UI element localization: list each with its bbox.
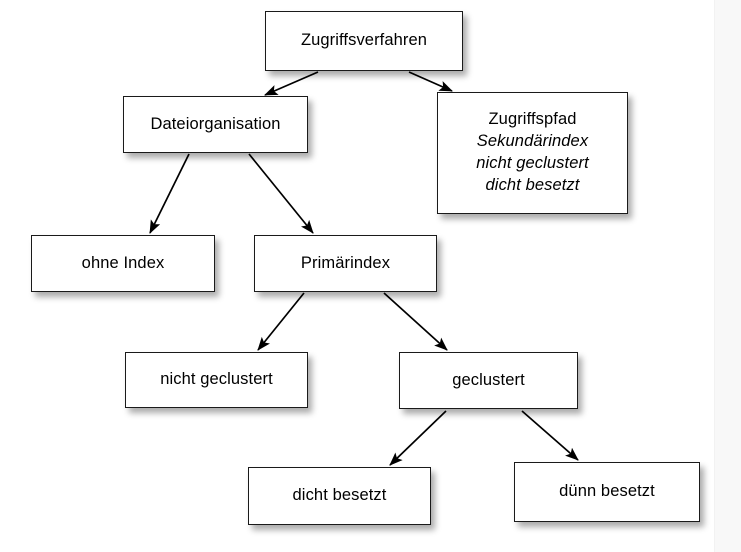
page-edge-strip — [714, 0, 741, 552]
node-label-group: dicht besetzt — [249, 485, 430, 507]
edge-geclustert-to-dicht-besetzt — [389, 410, 447, 466]
node-label-group: Primärindex — [255, 253, 436, 275]
node-label-line: dicht besetzt — [292, 486, 387, 505]
node-label-line: Dateiorganisation — [150, 114, 281, 133]
edge-primaerindex-to-geclustert — [383, 292, 448, 351]
edge-dateiorganisation-to-primaerindex — [248, 153, 314, 234]
node-label-line: geclustert — [452, 370, 525, 389]
node-dicht-besetzt[interactable]: dicht besetzt — [248, 467, 431, 525]
node-label-group: geclustert — [400, 370, 577, 392]
node-label-line: Sekundärindex — [476, 132, 589, 151]
node-label-line: Zugriffsverfahren — [300, 31, 428, 50]
node-label-line: dünn besetzt — [559, 482, 655, 501]
node-label-line: nicht geclustert — [476, 154, 589, 172]
node-label-line: ohne Index — [81, 253, 165, 272]
node-nicht-geclustert[interactable]: nicht geclustert — [125, 352, 308, 408]
node-label-line: nicht geclustert — [160, 370, 273, 389]
node-zugriffsverfahren[interactable]: Zugriffsverfahren — [265, 11, 463, 71]
node-ohne-index[interactable]: ohne Index — [31, 235, 215, 292]
node-label-group: ohne Index — [32, 253, 214, 275]
node-label-line: Zugriffspfad — [488, 110, 577, 129]
node-dateiorganisation[interactable]: Dateiorganisation — [123, 96, 308, 153]
edge-zugriffsverfahren-to-dateiorganisation — [264, 71, 319, 96]
edge-geclustert-to-duenn-besetzt — [521, 410, 579, 461]
node-primaerindex[interactable]: Primärindex — [254, 235, 437, 292]
edge-dateiorganisation-to-ohne-index — [149, 153, 190, 234]
node-label-group: Dateiorganisation — [124, 114, 307, 136]
node-geclustert[interactable]: geclustert — [399, 352, 578, 409]
edge-primaerindex-to-nicht-geclustert — [257, 292, 305, 351]
edge-zugriffsverfahren-to-zugriffspfad — [408, 71, 453, 92]
node-duenn-besetzt[interactable]: dünn besetzt — [514, 462, 700, 522]
node-label-group: Zugriffsverfahren — [266, 30, 462, 52]
node-label-line: dicht besetzt — [485, 175, 580, 194]
node-label-line: Primärindex — [300, 253, 391, 272]
node-label-group: nicht geclustert — [126, 369, 307, 391]
node-label-group: dünn besetzt — [515, 481, 699, 503]
